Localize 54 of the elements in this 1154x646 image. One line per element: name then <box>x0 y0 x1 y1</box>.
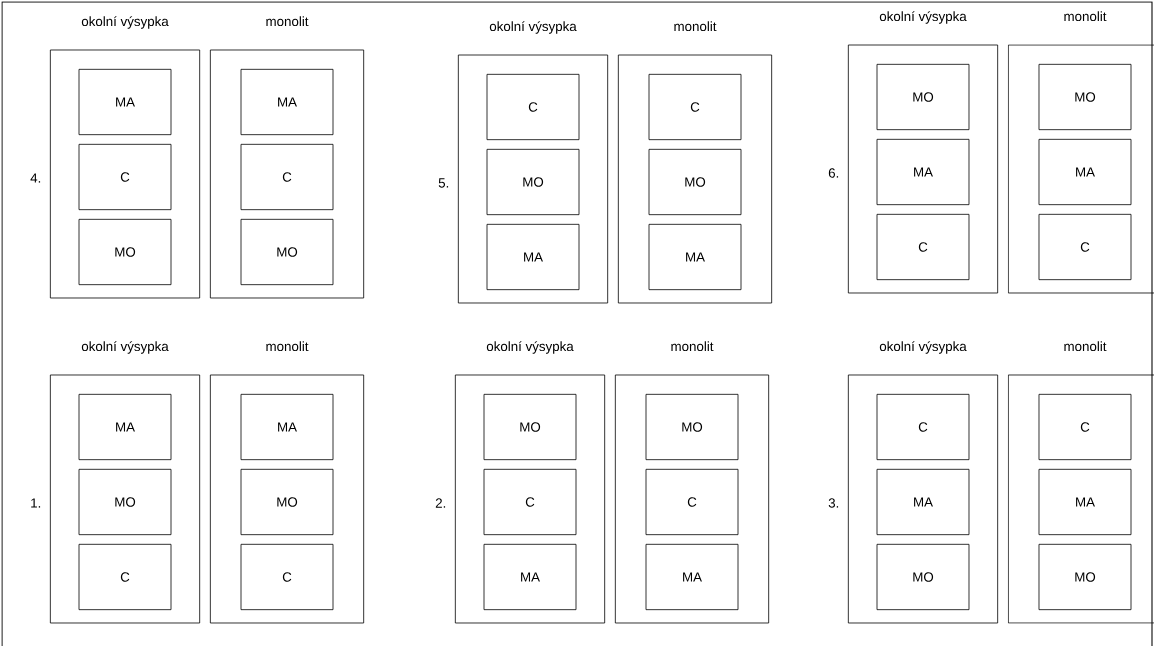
layer-box: MA <box>486 223 580 291</box>
layer-box: C <box>486 73 580 141</box>
layer-box: MO <box>78 218 172 286</box>
variant-number: 5. <box>438 178 449 188</box>
node-label: okolní výsypka <box>486 341 574 354</box>
layer-box: MA <box>240 393 334 461</box>
node-label: monolit <box>671 341 714 352</box>
layer-box: C <box>648 73 742 141</box>
layer-box: C <box>1038 393 1132 461</box>
variant-number: 1. <box>31 498 41 508</box>
layer-box: MO <box>1038 63 1132 131</box>
layer-box: MO <box>240 218 334 286</box>
layer-box: MA <box>648 223 742 291</box>
layer-box: MA <box>645 543 739 611</box>
layer-box: C <box>1038 213 1132 281</box>
node-label: okolní výsypka <box>81 16 169 29</box>
node-label: monolit <box>1064 341 1107 352</box>
node-label: monolit <box>266 341 309 352</box>
layer-box: MA <box>240 68 334 136</box>
node-label: monolit <box>1064 11 1107 22</box>
variant-number: 3. <box>828 498 839 508</box>
layer-box: MA <box>483 543 577 611</box>
layer-box: MA <box>78 68 172 136</box>
layer-box: C <box>240 543 334 611</box>
variant-number: 2. <box>435 498 446 508</box>
layer-box: MA <box>876 138 970 206</box>
layer-box: MO <box>483 393 577 461</box>
node-label: okolní výsypka <box>879 11 967 24</box>
layer-box: MA <box>1038 468 1132 536</box>
variant-number: 4. <box>30 173 41 183</box>
node-label: monolit <box>674 21 717 32</box>
layer-box: C <box>78 143 172 211</box>
node-label: okolní výsypka <box>489 21 577 34</box>
layer-box: MO <box>486 148 580 216</box>
layer-box: MO <box>876 543 970 611</box>
layer-box: MA <box>876 468 970 536</box>
node-label: okolní výsypka <box>81 341 169 354</box>
layer-box: C <box>876 213 970 281</box>
layer-box: MO <box>240 468 334 536</box>
node-label: okolní výsypka <box>879 341 967 354</box>
layer-box: MO <box>876 63 970 131</box>
layer-box: C <box>876 393 970 461</box>
variant-number: 6. <box>828 168 839 178</box>
layer-box: C <box>240 143 334 211</box>
layer-box: MA <box>78 393 172 461</box>
layer-box: C <box>645 468 739 536</box>
layer-box: MO <box>645 393 739 461</box>
layer-box: C <box>483 468 577 536</box>
layer-box: MO <box>78 468 172 536</box>
layer-box: MA <box>1038 138 1132 206</box>
node-label: monolit <box>266 16 309 27</box>
layer-box: C <box>78 543 172 611</box>
layer-box: MO <box>1038 543 1132 611</box>
layer-box: MO <box>648 148 742 216</box>
